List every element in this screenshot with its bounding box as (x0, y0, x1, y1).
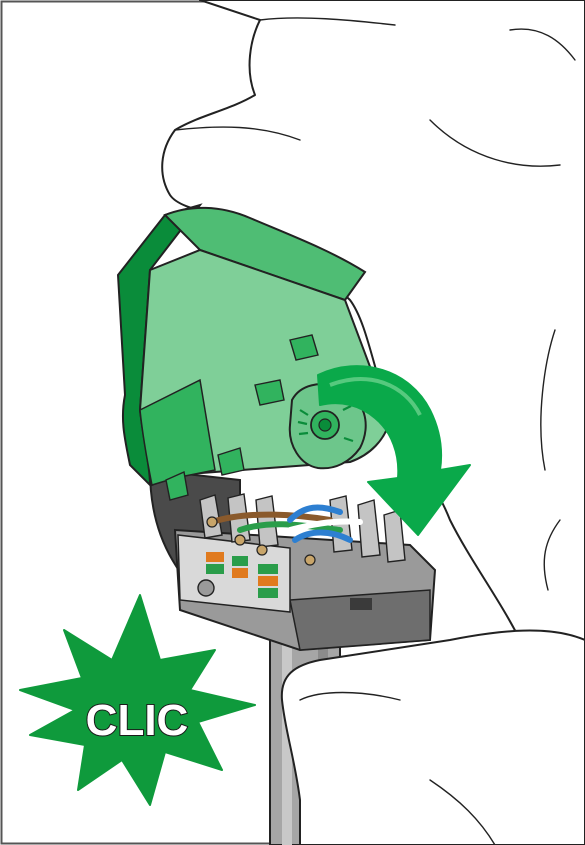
clic-label: CLIC (86, 696, 189, 745)
lower-hand (282, 631, 585, 845)
